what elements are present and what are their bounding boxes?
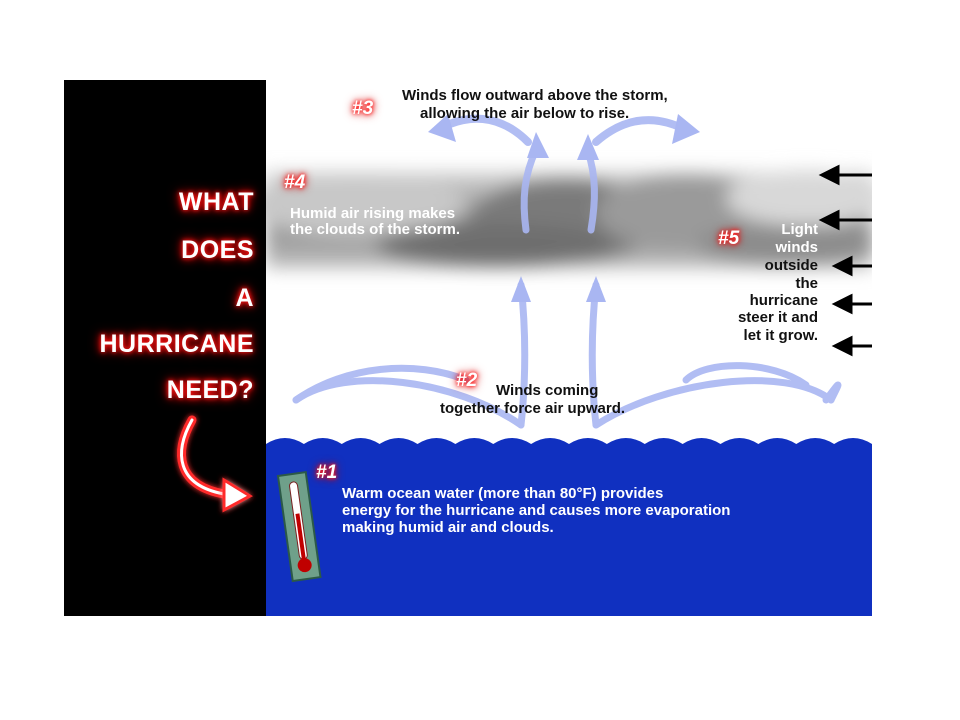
- step-1-line-2: energy for the hurricane and causes more…: [342, 502, 731, 519]
- steering-wind-arrows-icon: [818, 164, 872, 357]
- air-flow-arrowheads-icon: [428, 114, 700, 302]
- step-2-line-2: together force air upward.: [440, 400, 626, 417]
- step-4-badge: #4: [284, 172, 306, 193]
- question-word-does: DOES: [181, 236, 254, 264]
- step-5-line-6: steer it and: [737, 309, 818, 326]
- step-1-line-3: making humid air and clouds.: [342, 519, 554, 536]
- step-3-badge: #3: [352, 98, 374, 119]
- question-word-what: WHAT: [178, 188, 254, 216]
- thermometer-icon: [276, 470, 322, 583]
- question-word-a: A: [235, 284, 254, 312]
- step-5-line-2: winds: [775, 239, 818, 256]
- step-1-badge: #1: [316, 462, 338, 483]
- step-5-line-1: Light: [781, 221, 818, 238]
- step-5-badge: #5: [718, 228, 740, 249]
- ocean: [266, 438, 872, 616]
- step-5-line-7: let it grow.: [743, 327, 818, 344]
- storm-cloud-band: [266, 170, 872, 268]
- storm-scene: #3 Winds flow outward above the storm, a…: [266, 80, 872, 616]
- step-2-badge: #2: [456, 370, 478, 391]
- step-3-line-1: Winds flow outward above the storm,: [402, 87, 668, 104]
- step-3-line-2: allowing the air below to rise.: [420, 105, 630, 122]
- step-1-line-1: Warm ocean water (more than 80°F) provid…: [342, 485, 664, 502]
- storm-illustration: [266, 114, 872, 616]
- air-flow-arrows-icon: [292, 114, 842, 429]
- step-4-line-2: the clouds of the storm.: [290, 221, 461, 238]
- step-2-line-1: Winds coming: [496, 382, 599, 399]
- step-5-line-5: hurricane: [749, 292, 818, 309]
- step-4-line-1: Humid air rising makes: [290, 205, 456, 222]
- step-5-line-3: outside: [764, 257, 818, 274]
- step-5-line-4: the: [795, 275, 819, 292]
- curved-pointer-arrow-icon: [177, 415, 254, 513]
- question-word-hurricane: HURRICANE: [99, 330, 254, 358]
- hurricane-diagram: WHAT DOES A HURRICANE NEED?: [64, 80, 872, 616]
- question-panel: WHAT DOES A HURRICANE NEED?: [64, 80, 266, 616]
- question-word-need: NEED?: [166, 376, 254, 404]
